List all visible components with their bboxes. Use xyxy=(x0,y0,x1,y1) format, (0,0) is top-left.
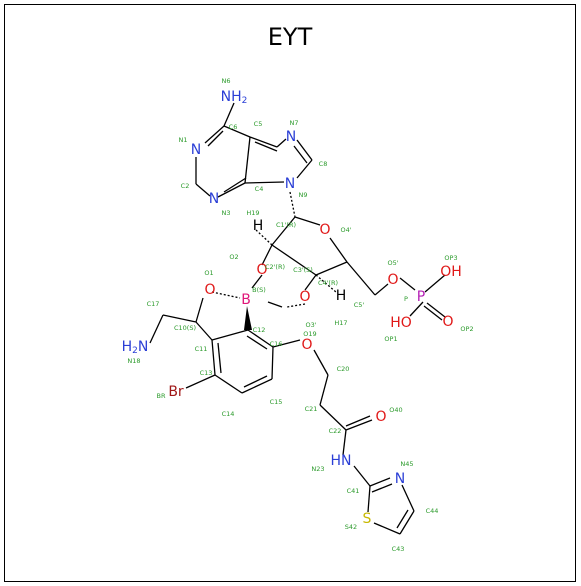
label-c11: C11 xyxy=(195,345,208,353)
atom-n9: N xyxy=(285,176,295,192)
atom-o4p: O xyxy=(319,222,330,238)
label-c20: C20 xyxy=(337,365,350,373)
atom-n1: N xyxy=(191,142,201,158)
label-c21: C21 xyxy=(305,405,318,413)
atom-n3: N xyxy=(209,191,219,207)
label-s42: S42 xyxy=(345,523,357,531)
label-c15: C15 xyxy=(270,398,283,406)
label-op2: OP2 xyxy=(460,325,473,333)
atom-o19: O xyxy=(301,337,312,353)
label-op1: OP1 xyxy=(384,335,397,343)
label-o5p: O5' xyxy=(387,259,398,267)
label-op3: OP3 xyxy=(444,254,457,262)
label-c1r: C1'(R) xyxy=(276,221,296,229)
atom-o40: O xyxy=(375,409,386,425)
label-c14: C14 xyxy=(222,410,235,418)
label-n9: N9 xyxy=(299,191,308,199)
label-c44: C44 xyxy=(426,507,439,515)
label-n6: N6 xyxy=(222,77,231,85)
atom-layer: NH2 N N N N O O O O O OH HO O P B H2N Br… xyxy=(122,89,462,527)
label-o2: O2 xyxy=(229,253,238,261)
label-p: P xyxy=(404,295,408,303)
bond-layer xyxy=(149,102,446,535)
atom-s42: S xyxy=(363,511,372,527)
atom-o5p: O xyxy=(387,272,398,288)
label-c6: C6 xyxy=(229,123,238,131)
atom-n45: N xyxy=(395,471,405,487)
atom-id-labels: N6 N1 C6 C5 N7 C8 C2 C4 N9 N3 H19 C1'(R)… xyxy=(127,77,473,553)
label-c12: C12 xyxy=(253,326,266,334)
label-c43: C43 xyxy=(392,545,405,553)
molecule-title: EYT xyxy=(267,23,313,51)
label-c10s: C10(S) xyxy=(174,324,196,332)
atom-ho-op1: HO xyxy=(390,315,412,331)
label-o19: O19 xyxy=(303,330,316,338)
atom-nh2-top: NH2 xyxy=(221,89,248,106)
atom-o3p: O xyxy=(299,289,310,305)
label-br: BR xyxy=(157,392,166,400)
label-c22: C22 xyxy=(329,427,342,435)
atom-b: B xyxy=(241,292,251,308)
label-c2r: C2'(R) xyxy=(265,263,285,271)
label-o1: O1 xyxy=(204,269,213,277)
label-c13: C13 xyxy=(200,369,213,377)
label-o4p: O4' xyxy=(340,226,351,234)
diagram-frame: EYT xyxy=(4,4,576,582)
label-c5p: C5' xyxy=(354,301,365,309)
atom-n7: N xyxy=(286,129,296,145)
label-c17: C17 xyxy=(147,300,160,308)
label-bs: B(S) xyxy=(252,286,266,294)
label-c41: C41 xyxy=(347,487,360,495)
atom-o-op2: O xyxy=(442,314,453,330)
label-h19: H19 xyxy=(246,209,259,217)
label-n1: N1 xyxy=(179,136,188,144)
label-n45: N45 xyxy=(400,460,413,468)
atom-oh-op3: OH xyxy=(440,264,462,280)
label-c8: C8 xyxy=(319,160,328,168)
label-h17: H17 xyxy=(334,319,347,327)
atom-h-c2p: H xyxy=(253,218,264,234)
atom-h-c3p: H xyxy=(336,288,347,304)
atom-p: P xyxy=(417,289,425,305)
label-c2: C2 xyxy=(181,182,190,190)
atom-h2n-side: H2N xyxy=(122,339,149,356)
label-n23: N23 xyxy=(311,465,324,473)
label-n7: N7 xyxy=(290,119,299,127)
atom-o2: O xyxy=(256,262,267,278)
label-c3s: C3'(S) xyxy=(293,266,313,274)
atom-o1: O xyxy=(204,282,215,298)
label-n3: N3 xyxy=(222,209,231,217)
label-c16: C16 xyxy=(270,340,283,348)
label-c5: C5 xyxy=(254,120,263,128)
label-n18: N18 xyxy=(127,357,140,365)
label-o40: O40 xyxy=(389,406,402,414)
label-c4: C4 xyxy=(255,185,264,193)
label-c4r: C4'(R) xyxy=(318,279,338,287)
atom-hn23: HN xyxy=(331,453,352,469)
atom-br: Br xyxy=(168,384,184,400)
label-o3p: O3' xyxy=(305,321,316,329)
